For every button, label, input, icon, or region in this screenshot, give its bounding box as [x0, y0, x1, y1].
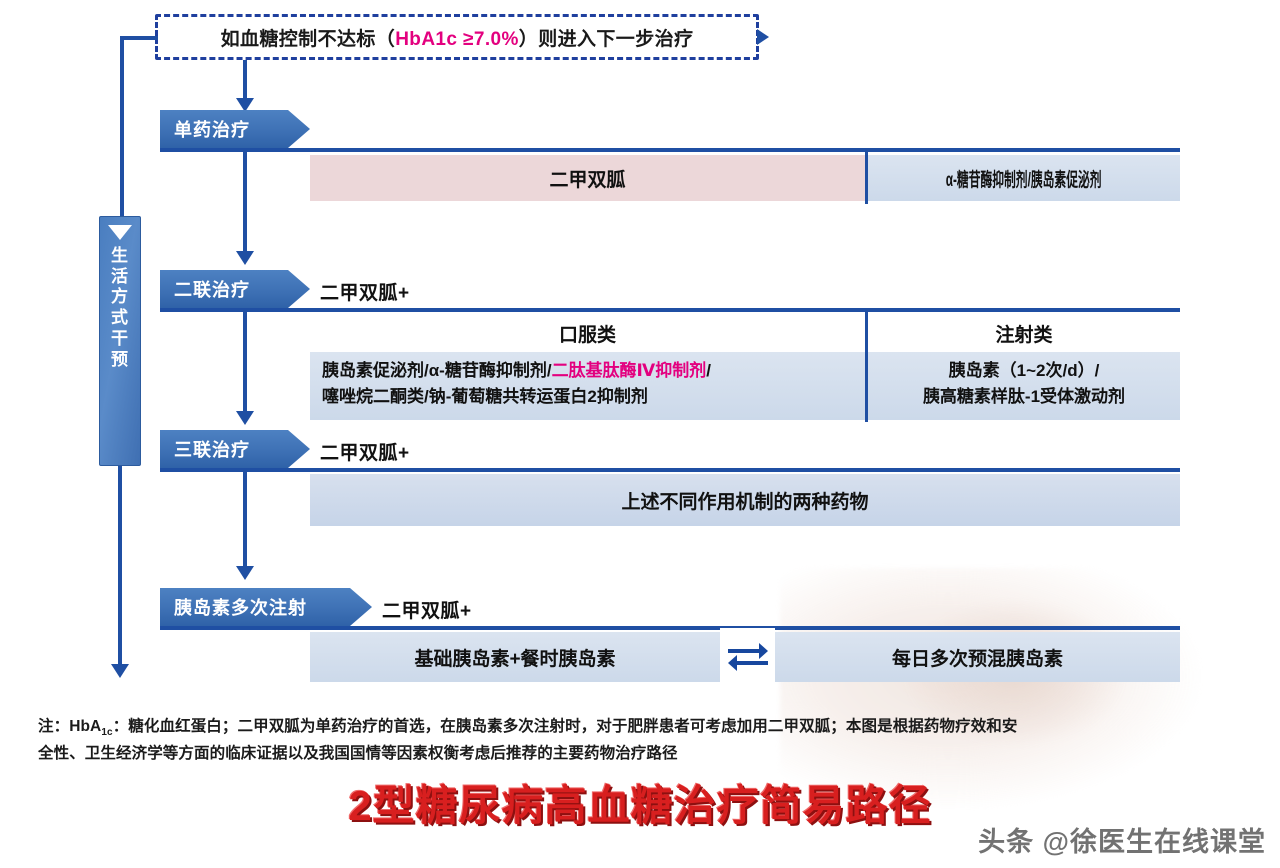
stage2-oral-line1-a: 胰岛素促泌剂/α-糖苷酶抑制剂/ — [322, 361, 552, 380]
stage2-injection-cell — [868, 352, 1180, 420]
footnote-line1-a: 注：HbA — [38, 718, 102, 735]
footnote-subscript: 1c — [101, 727, 113, 739]
stage4-cell-premixed-label: 每日多次预混胰岛素 — [891, 648, 1063, 670]
stage-tab-monotherapy[interactable]: 单药治疗 — [160, 110, 310, 148]
footnote-line1-b: ：糖化血红蛋白；二甲双胍为单药治疗的首选，在胰岛素多次注射时，对于肥胖患者可考虑… — [112, 718, 1018, 735]
stage-tab-label: 胰岛素多次注射 — [174, 598, 307, 618]
stage2-plus-label: 二甲双胍+ — [320, 283, 410, 304]
stage2-rule — [160, 308, 1180, 312]
arrow-stage3-to-stage4-icon — [236, 566, 254, 580]
footnote-line-2: 全性、卫生经济学等方面的临床证据以及我国国情等因素权衡考虑后推荐的主要药物治疗路… — [38, 745, 678, 763]
stage-tab-label: 二联治疗 — [174, 280, 250, 300]
condition-box: 如血糖控制不达标（HbA1c ≥7.0%）则进入下一步治疗 — [155, 14, 759, 60]
connector-condition-to-stage1 — [243, 60, 247, 100]
condition-highlight: HbA1c ≥7.0% — [395, 28, 519, 50]
stage2-oral-drugs: 胰岛素促泌剂/α-糖苷酶抑制剂/二肽基肽酶Ⅳ抑制剂/ 噻唑烷二酮类/钠-葡萄糖共… — [322, 358, 862, 411]
connector-stage2-to-stage3 — [243, 308, 247, 413]
condition-right-arrow-icon — [757, 29, 769, 45]
stage2-column-divider — [865, 312, 868, 422]
stage2-oral-line-1: 胰岛素促泌剂/α-糖苷酶抑制剂/二肽基肽酶Ⅳ抑制剂/ — [322, 358, 862, 384]
stage2-injection-line-2: 胰高糖素样肽-1受体激动剂 — [922, 387, 1126, 407]
stage4-cell-basal-bolus: 基础胰岛素+餐时胰岛素 — [310, 632, 720, 682]
stage-tab-dual[interactable]: 二联治疗 — [160, 270, 310, 308]
stage-tab-insulin-multi[interactable]: 胰岛素多次注射 — [160, 588, 372, 626]
connector-stage1-to-stage2 — [243, 148, 247, 253]
stage1-cell-others: α-糖苷酶抑制剂/胰岛素促泌剂 — [868, 155, 1180, 201]
condition-prefix: 如血糖控制不达标（ — [220, 28, 396, 50]
stage2-oral-line-2: 噻唑烷二酮类/钠-葡萄糖共转运蛋白2抑制剂 — [322, 387, 648, 407]
connector-stage3-to-stage4 — [243, 468, 247, 568]
stage3-cell-two-drugs: 上述不同作用机制的两种药物 — [310, 474, 1180, 526]
watermark: 头条 @徐医生在线课堂 — [978, 827, 1266, 857]
lifestyle-intervention-bar: 生活方式干预 — [99, 216, 141, 466]
stage1-column-divider — [865, 152, 868, 204]
condition-text: 如血糖控制不达标（HbA1c ≥7.0%）则进入下一步治疗 — [221, 24, 694, 51]
stage4-cell-basal-bolus-label: 基础胰岛素+餐时胰岛素 — [414, 648, 616, 670]
stage-tab-label: 三联治疗 — [174, 440, 250, 460]
stage2-injection-drugs: 胰岛素（1~2次/d）/ 胰高糖素样肽-1受体激动剂 — [868, 358, 1180, 411]
stage3-cell-label: 上述不同作用机制的两种药物 — [621, 491, 869, 513]
stage2-oral-line1-b: / — [706, 361, 711, 380]
stage4-rule — [160, 626, 1180, 630]
stage4-plus-label: 二甲双胍+ — [382, 601, 472, 622]
condition-suffix: ）则进入下一步治疗 — [518, 28, 694, 50]
stage1-cell-others-label: α-糖苷酶抑制剂/胰岛素促泌剂 — [946, 169, 1102, 191]
stage2-column-header-oral: 口服类 — [558, 325, 616, 346]
lifestyle-label: 生活方式干预 — [111, 246, 129, 369]
stage2-oral-line1-highlight: 二肽基肽酶Ⅳ抑制剂 — [551, 361, 707, 380]
exchange-arrows-icon — [720, 628, 775, 686]
stage1-cell-metformin-label: 二甲双胍 — [549, 169, 626, 191]
lifestyle-tail-line — [118, 466, 122, 666]
arrow-stage2-to-stage3-icon — [236, 411, 254, 425]
stage2-oral-cell — [310, 352, 865, 420]
stage-tab-label: 单药治疗 — [174, 120, 250, 140]
arrow-condition-to-stage1-icon — [236, 98, 254, 112]
stage2-column-header-injection: 注射类 — [995, 325, 1053, 346]
stage2-injection-line-1: 胰岛素（1~2次/d）/ — [948, 361, 1100, 380]
triangle-down-icon — [108, 225, 132, 240]
stage3-rule — [160, 468, 1180, 472]
stage4-cell-premixed: 每日多次预混胰岛素 — [775, 632, 1180, 682]
page-title: 2型糖尿病高血糖治疗简易路径 — [348, 782, 932, 829]
stage1-cell-metformin: 二甲双胍 — [310, 155, 865, 201]
lifestyle-tail-arrow-icon — [111, 664, 129, 678]
footnote-line-1: 注：HbA1c：糖化血红蛋白；二甲双胍为单药治疗的首选，在胰岛素多次注射时，对于… — [38, 714, 1238, 741]
stage1-rule — [160, 148, 1180, 152]
stage-tab-triple[interactable]: 三联治疗 — [160, 430, 310, 468]
stage3-plus-label: 二甲双胍+ — [320, 443, 410, 464]
connector-dashed-to-lifestyle-h — [120, 36, 158, 40]
arrow-stage1-to-stage2-icon — [236, 251, 254, 265]
connector-dashed-to-lifestyle-v — [120, 36, 124, 218]
footnote: 注：HbA1c：糖化血红蛋白；二甲双胍为单药治疗的首选，在胰岛素多次注射时，对于… — [38, 714, 1238, 766]
